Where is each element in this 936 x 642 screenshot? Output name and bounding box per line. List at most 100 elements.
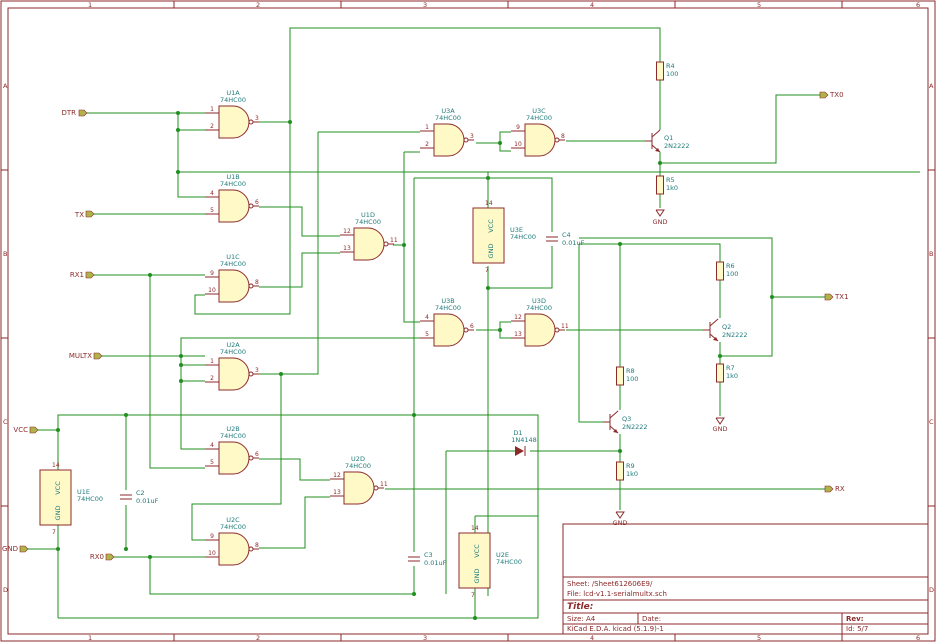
transistor-collector (709, 318, 719, 327)
power-unit-pin: 7 (485, 267, 489, 274)
resistor-value: 100 (666, 70, 678, 78)
power-unit-ref: U1E (77, 488, 90, 496)
port-dtr-label: DTR (61, 109, 76, 117)
gate-value: 74HC00 (355, 218, 381, 226)
gate-bubble (248, 455, 254, 461)
grid-row-labels: A B C D A B C D (3, 82, 934, 594)
grid-col-5-bottom: 5 (757, 634, 761, 642)
power-unit-value: 74HC00 (510, 233, 536, 241)
capacitor-c2: C20.01uF (120, 489, 159, 505)
grid-col-6: 6 (916, 1, 920, 9)
capacitor-ref: C3 (424, 551, 433, 559)
gnd-label-q1: GND (653, 218, 668, 226)
gnd-label-q2: GND (713, 425, 728, 433)
grid-col-1-bottom: 1 (88, 634, 92, 642)
gate-pin-number: 4 (210, 442, 214, 449)
gate-value: 74HC00 (220, 96, 246, 104)
port-rx0-label: RX0 (90, 553, 104, 561)
gate-body (218, 441, 250, 475)
diode-triangle (515, 446, 524, 456)
gate-pin-number: 13 (343, 245, 351, 252)
title-block-file: File: lcd-v1.1-serialmultx.sch (567, 590, 667, 598)
gate-pin-number: 11 (380, 481, 388, 488)
gnd-symbol-q2: GND (713, 417, 728, 433)
title-block-size: Size: A4 (567, 615, 596, 623)
power-unit-pin: 14 (471, 525, 479, 532)
gnd-symbol-q1: GND (653, 209, 668, 226)
gate-value: 74HC00 (220, 523, 246, 531)
port-tx0-label: TX0 (829, 91, 844, 99)
gate-ref: U2D (351, 455, 365, 463)
grid-col-2-bottom: 2 (256, 634, 260, 642)
port-rx: RX (824, 485, 845, 493)
sheet-inner-border (7, 7, 929, 635)
transistor-arrow (655, 148, 660, 152)
gate-body (524, 313, 556, 347)
power-unit-pin: 14 (485, 200, 493, 207)
gate-pin-number: 2 (425, 141, 429, 148)
capacitor-c4: C40.01uF (546, 231, 585, 247)
gate-pin-number: 13 (333, 489, 341, 496)
capacitor-value: 0.01uF (424, 559, 447, 567)
power-unit-body (472, 207, 505, 264)
gate-pin-number: 1 (210, 358, 214, 365)
gate-value: 74HC00 (220, 348, 246, 356)
transistor-ref: Q1 (664, 134, 673, 142)
gate-pin-number: 5 (210, 459, 214, 466)
resistor-body (616, 461, 624, 481)
gate-pin-number: 8 (255, 279, 259, 286)
gate-bubble (248, 283, 254, 289)
power-unit-vcc: VCC (54, 481, 62, 495)
resistor-ref: R8 (626, 367, 635, 375)
gate-value: 74HC00 (345, 462, 371, 470)
transistor-collector (609, 410, 619, 419)
gate-bubble (463, 327, 469, 333)
gate-pin-number: 13 (514, 331, 522, 338)
gate-ref: U1D (361, 211, 375, 219)
transistor-value: 2N2222 (664, 142, 690, 150)
gate-ref: U2C (226, 516, 240, 524)
resistor-ref: R4 (666, 62, 675, 70)
diode-d1: D1 1N4148 (511, 429, 537, 456)
resistor-body (616, 366, 624, 386)
gate-pin-number: 9 (210, 533, 214, 540)
diode-ref: D1 (513, 429, 522, 437)
gate-body (433, 123, 465, 157)
grid-col-4-bottom: 4 (590, 634, 594, 642)
grid-col-4: 4 (590, 1, 594, 9)
gate-bubble (248, 546, 254, 552)
port-rx1-label: RX1 (70, 271, 84, 279)
gate-value: 74HC00 (526, 114, 552, 122)
gate-bubble (248, 203, 254, 209)
title-block-id: Id: 5/7 (846, 625, 868, 633)
title-block: Sheet: /Sheet612606E9/ File: lcd-v1.1-se… (562, 523, 929, 635)
gate-value: 74HC00 (220, 180, 246, 188)
power-unit-pin: 14 (52, 462, 60, 469)
power-unit-body (458, 532, 491, 589)
gate-pin-number: 10 (208, 287, 216, 294)
gate-ref: U1C (226, 253, 240, 261)
gate-pin-number: 11 (390, 237, 398, 244)
gate-pin-number: 1 (425, 124, 429, 131)
gate-body (218, 269, 250, 303)
gate-pin-number: 5 (425, 331, 429, 338)
grid-col-2: 2 (256, 1, 260, 9)
resistor-ref: R9 (626, 462, 635, 470)
gate-value: 74HC00 (435, 114, 461, 122)
power-unit-vcc: VCC (487, 219, 495, 233)
gate-pin-number: 2 (210, 123, 214, 130)
gate-value: 74HC00 (435, 304, 461, 312)
resistor-body (656, 61, 664, 81)
gate-value: 74HC00 (220, 432, 246, 440)
gate-ref: U3D (532, 297, 546, 305)
capacitor-value: 0.01uF (562, 239, 585, 247)
